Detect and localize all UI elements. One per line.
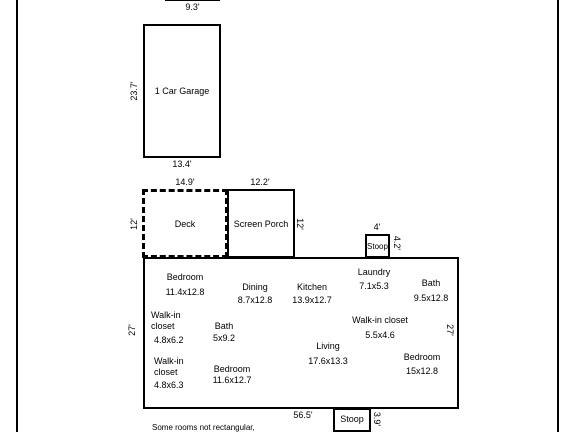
deck-box [142, 189, 228, 258]
room-bath-1: Bath 9.5x12.8 [406, 278, 456, 304]
deck-depth: 12' [129, 218, 139, 230]
room-dining: Dining 8.7x12.8 [228, 282, 282, 306]
garage-top-dimension-line [165, 0, 220, 1]
page-border-left [16, 0, 18, 432]
room-living-name: Living [316, 341, 340, 351]
room-bedroom-2-size: 11.6x12.7 [212, 375, 252, 385]
room-walkin-closet-1-size: 4.8x6.2 [154, 335, 184, 345]
room-bedroom-2-name: Bedroom [213, 364, 251, 374]
room-walkin-closet-size: 5.5x4.6 [365, 330, 395, 340]
room-walkin-closet-2-size: 4.8x6.3 [154, 380, 184, 390]
screen-porch-label: Screen Porch [233, 219, 289, 229]
stoop-bottom-label: Stoop [340, 414, 364, 424]
room-kitchen: Kitchen 13.9x12.7 [284, 282, 340, 306]
garage-box [143, 24, 221, 158]
room-walkin-closet-2-name1: Walk-in [154, 356, 184, 366]
room-bath-1-name: Bath [421, 278, 441, 288]
screen-porch-depth: 12' [295, 218, 305, 230]
room-dining-name: Dining [242, 282, 268, 292]
note-text: Some rooms not rectangular, [152, 423, 255, 432]
house-width: 56.5' [293, 410, 313, 420]
room-bedroom-3: Bedroom 15x12.8 [396, 352, 448, 377]
room-kitchen-name: Kitchen [296, 282, 328, 292]
garage-label: 1 Car Garage [154, 86, 210, 96]
stoop-top-label: Stoop [367, 242, 388, 251]
room-laundry: Laundry 7.1x5.3 [348, 267, 400, 292]
room-living-size: 17.6x13.3 [308, 356, 348, 366]
stoop-bottom-box [333, 408, 371, 432]
stoop-top-depth: 4.2' [392, 235, 402, 251]
house-depth-left: 27' [127, 324, 137, 336]
deck-width: 14.9' [175, 177, 195, 187]
stoop-bottom-depth: 3.9' [372, 411, 382, 427]
screen-porch-width: 12.2' [250, 177, 270, 187]
room-walkin-closet-2: Walk-in closet 4.8x6.3 [154, 356, 204, 391]
room-bath-2-name: Bath [214, 321, 234, 331]
room-walkin-closet-1-name2: closet [151, 321, 175, 331]
room-bath-2-size: 5x9.2 [212, 333, 236, 343]
room-walkin-closet-1-name1: Walk-in [151, 310, 181, 320]
room-bedroom-3-size: 15x12.8 [405, 366, 439, 376]
garage-top-width: 9.3' [185, 2, 200, 12]
room-bedroom-1: Bedroom 11.4x12.8 [155, 272, 215, 298]
room-bedroom-2: Bedroom 11.6x12.7 [204, 364, 260, 386]
house-depth-right: 27' [445, 324, 455, 336]
room-walkin-closet-2-name2: closet [154, 367, 178, 377]
room-dining-size: 8.7x12.8 [237, 295, 273, 305]
room-living: Living 17.6x13.3 [300, 341, 356, 367]
room-laundry-size: 7.1x5.3 [359, 281, 389, 291]
room-walkin-closet-name: Walk-in closet [352, 315, 408, 325]
room-bath-1-size: 9.5x12.8 [413, 293, 449, 303]
room-laundry-name: Laundry [357, 267, 391, 277]
room-bedroom-1-size: 11.4x12.8 [165, 287, 205, 297]
room-bath-2: Bath 5x9.2 [204, 321, 244, 344]
garage-depth: 23.7' [129, 81, 139, 101]
page-border-right [557, 0, 559, 432]
deck-label: Deck [174, 219, 196, 229]
room-bedroom-1-name: Bedroom [166, 272, 204, 282]
room-walkin-closet-1: Walk-in closet 4.8x6.2 [151, 310, 201, 346]
stoop-top-width: 4' [373, 222, 381, 232]
room-walkin-closet: Walk-in closet 5.5x4.6 [343, 315, 417, 341]
garage-bottom-width: 13.4' [172, 159, 192, 169]
house-outline [143, 257, 459, 409]
room-bedroom-3-name: Bedroom [403, 352, 441, 362]
room-kitchen-size: 13.9x12.7 [292, 295, 332, 305]
